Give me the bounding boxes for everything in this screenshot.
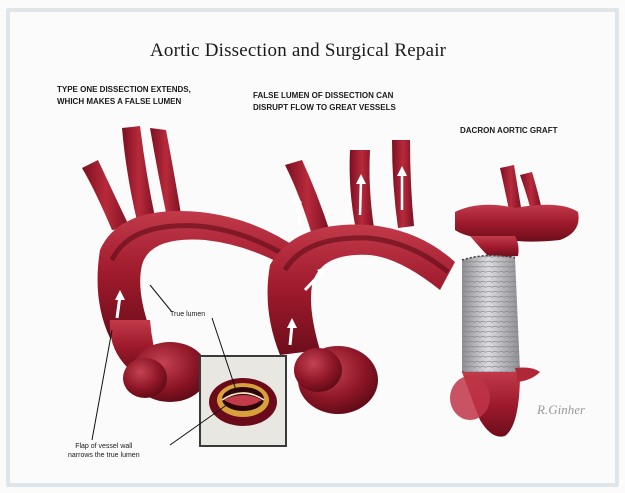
label-line: narrows the true lumen (68, 451, 140, 460)
aortic-root-lobe (450, 376, 490, 420)
aortic-arch (268, 225, 455, 356)
leader-line-flap (92, 330, 112, 440)
artist-signature: R.Ginher (537, 402, 585, 418)
great-vessel (150, 128, 182, 222)
arch-neck (470, 236, 519, 258)
great-vessel (285, 160, 330, 235)
cross-section-inset (200, 356, 286, 446)
great-vessel (122, 126, 156, 225)
aortic-root-lobe (123, 358, 167, 398)
aorta-graft-right (450, 165, 579, 437)
flow-arrow (297, 200, 300, 225)
label-true-lumen: True lumen (170, 310, 205, 319)
label-flap: Flap of vessel wall narrows the true lum… (68, 442, 140, 460)
coronary-branch (515, 368, 540, 383)
leader-line-true-lumen (150, 285, 172, 312)
great-vessel (82, 160, 130, 230)
aorta-dissection-middle (268, 140, 455, 414)
aortic-root-lobe (294, 348, 342, 392)
graft-texture (462, 255, 520, 376)
flow-arrow (360, 180, 361, 215)
label-line: Flap of vessel wall (68, 442, 140, 451)
